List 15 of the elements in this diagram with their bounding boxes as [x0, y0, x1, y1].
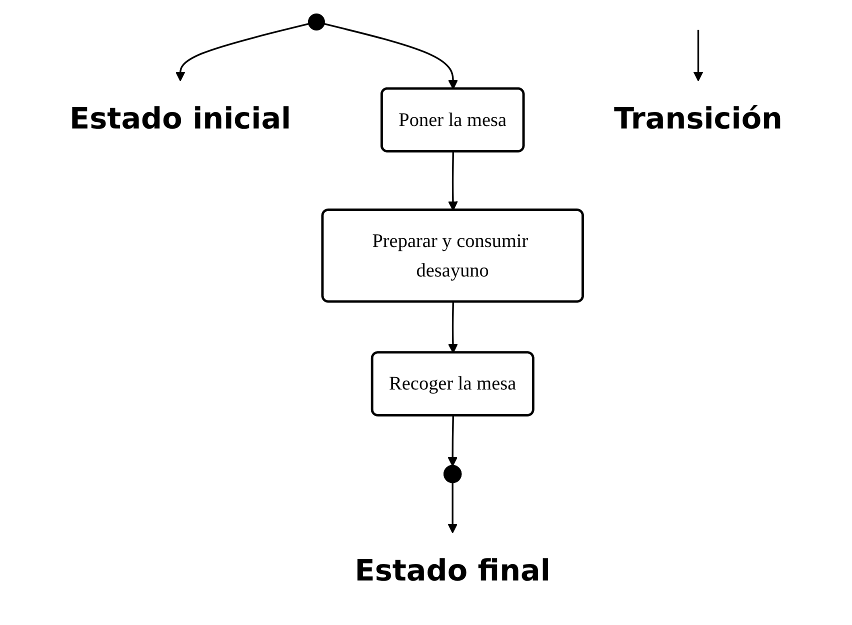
annotation-text: Estado inicial: [70, 102, 292, 136]
activity-box: Preparar y consumir desayuno: [321, 208, 584, 303]
arrow: [448, 302, 458, 354]
leader-line: [693, 30, 704, 82]
arrow: [324, 23, 458, 90]
annotation-text: Transición: [614, 102, 782, 136]
activity-box: Recoger la mesa: [370, 351, 534, 416]
leader-line: [448, 482, 458, 534]
initial-state-dot: [308, 13, 325, 30]
leader-line: [175, 23, 309, 82]
activity-box: Poner la mesa: [380, 87, 525, 152]
arrow: [448, 416, 458, 467]
arrow: [448, 152, 458, 211]
final-state-bullseye: [444, 464, 462, 484]
annotation-text: Estado final: [354, 554, 550, 588]
